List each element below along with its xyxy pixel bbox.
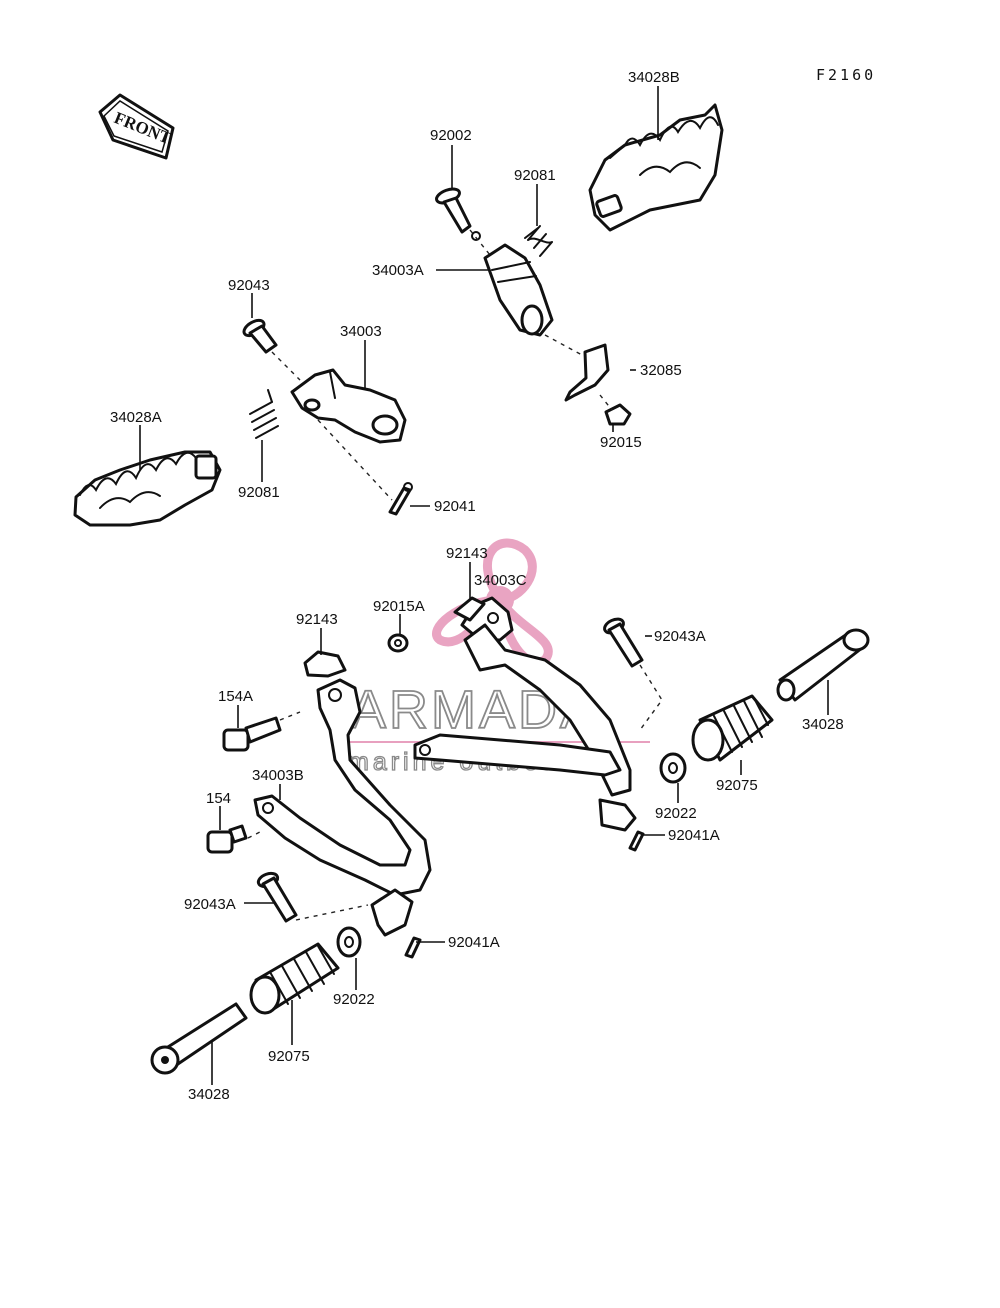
cotter-pin-92041-upper <box>388 482 413 516</box>
label-34028-left: 34028 <box>188 1086 230 1103</box>
label-92075-right: 92075 <box>716 777 758 794</box>
pin-92002 <box>435 187 481 241</box>
label-32085: 32085 <box>640 362 682 379</box>
label-34003: 34003 <box>340 323 382 340</box>
pin-34028-left <box>150 1002 248 1075</box>
label-92015: 92015 <box>600 434 642 451</box>
label-34028A: 34028A <box>110 409 162 426</box>
front-arrow-icon: FRONT <box>98 93 175 160</box>
bracket-34003A <box>483 243 554 337</box>
bracket-92143-left <box>303 650 347 678</box>
washer-92022-left <box>336 926 362 958</box>
frame-right-arm <box>413 623 637 832</box>
assembly-line-9 <box>247 831 261 839</box>
label-92022-right: 92022 <box>655 805 697 822</box>
footpeg-34028A <box>73 450 222 527</box>
label-92002: 92002 <box>430 127 472 144</box>
label-92143-upper: 92143 <box>446 545 488 562</box>
assembly-line-7 <box>639 664 663 731</box>
label-92041A-left: 92041A <box>448 934 500 951</box>
assembly-line-5 <box>317 419 393 501</box>
part-labels: 34028B 92002 92081 34003A 32085 92015 92… <box>110 69 844 1103</box>
nut-92015A <box>387 633 409 653</box>
label-92022-left: 92022 <box>333 991 375 1008</box>
label-154A: 154A <box>218 688 253 705</box>
clip-32085 <box>564 343 610 402</box>
leader-lines <box>139 86 829 1085</box>
pin-92043A-right <box>603 617 644 668</box>
bolt-154 <box>206 824 248 854</box>
rubber-92075-right <box>691 694 774 762</box>
nut-92015 <box>604 403 632 426</box>
cotter-pin-92041A-left <box>404 936 422 959</box>
label-34003C: 34003C <box>474 572 527 589</box>
spring-92081-upper <box>524 225 553 257</box>
bracket-34003 <box>290 368 407 444</box>
pin-34028-right <box>776 628 870 702</box>
label-92043A-left: 92043A <box>184 896 236 913</box>
label-92043A-right: 92043A <box>654 628 706 645</box>
label-34003B: 34003B <box>252 767 304 784</box>
pin-92043-upper <box>242 318 278 354</box>
label-34028-right: 34028 <box>802 716 844 733</box>
assembly-line-8 <box>295 904 369 921</box>
assembly-line-2 <box>544 334 583 356</box>
cotter-pin-92041A-right <box>628 830 645 852</box>
rubber-92075-left <box>249 942 340 1015</box>
assembly-line-4 <box>271 351 301 381</box>
label-154: 154 <box>206 790 231 807</box>
label-34028B: 34028B <box>628 69 680 86</box>
label-92075-left: 92075 <box>268 1048 310 1065</box>
label-92041: 92041 <box>434 498 476 515</box>
label-92015A: 92015A <box>373 598 425 615</box>
pin-92043A-left <box>256 871 298 923</box>
label-92143-lower: 92143 <box>296 611 338 628</box>
washer-92022-right <box>659 752 687 784</box>
frame-34003B <box>253 678 432 937</box>
bolt-154A <box>222 716 282 752</box>
label-92043: 92043 <box>228 277 270 294</box>
label-92081-lower: 92081 <box>238 484 280 501</box>
assembly-line-6 <box>279 711 301 721</box>
figure-code: F2160 <box>816 66 876 84</box>
label-92081-upper: 92081 <box>514 167 556 184</box>
assembly-line-3 <box>599 394 613 411</box>
footpeg-34028B <box>588 103 724 232</box>
spring-92081-lower <box>249 389 279 439</box>
label-34003A: 34003A <box>372 262 424 279</box>
label-92041A-right: 92041A <box>668 827 720 844</box>
